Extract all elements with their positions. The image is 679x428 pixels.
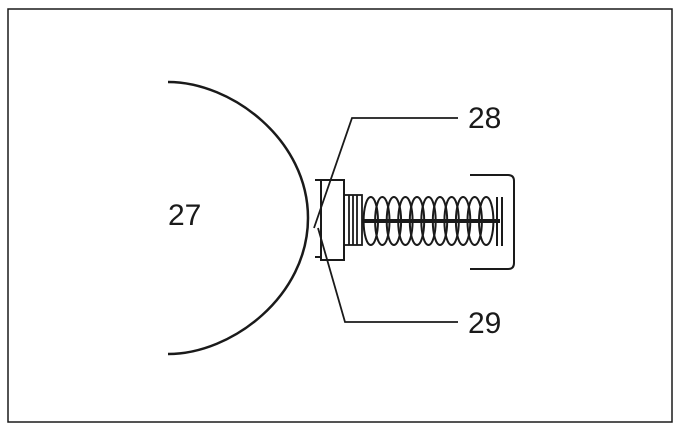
leader-line-28 — [313, 117, 458, 229]
spring-housing — [470, 174, 515, 270]
drum-arc — [167, 80, 310, 356]
frame-border — [7, 8, 673, 423]
leader-line-29 — [317, 227, 458, 323]
contact-pad — [315, 179, 345, 261]
compression-spring — [362, 196, 500, 246]
callout-29: 29 — [468, 307, 502, 340]
callout-28: 28 — [468, 102, 502, 135]
plunger-body — [343, 194, 363, 246]
callout-27: 27 — [168, 199, 202, 232]
